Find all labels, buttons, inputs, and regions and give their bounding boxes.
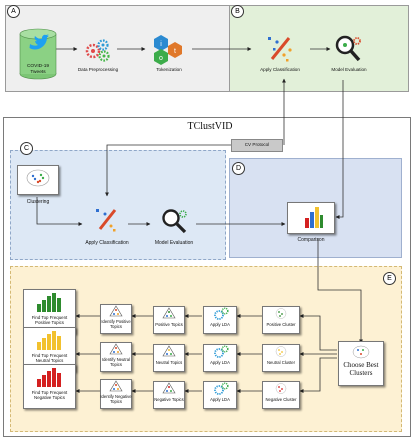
pyramid-icon [162, 382, 176, 394]
pyramid-icon [162, 307, 176, 319]
bar-chart-icon [37, 331, 61, 350]
choose-best-node [338, 341, 384, 386]
badge-b: B [231, 5, 244, 18]
tokenization-label: Tokenization [156, 67, 182, 72]
badge-c: C [20, 142, 33, 155]
preprocessing-label: Data Preprocessing [77, 67, 119, 72]
apply-classification-c-label: Apply Classification [85, 240, 129, 246]
topics-node [153, 344, 185, 372]
identify-label: Identify Neutral Topics [101, 357, 131, 368]
find-top-label: Find Top Frequent Neutral Topics [31, 353, 68, 364]
cluster-label: Positive Cluster [266, 322, 296, 327]
panel-main [3, 117, 411, 437]
cluster-node [262, 306, 300, 334]
identify-node [100, 342, 132, 372]
topics-label: Neutral Topics [155, 360, 183, 365]
topics-label: Positive Topics [155, 322, 183, 327]
cluster-node [262, 381, 300, 409]
svg-text:i: i [160, 41, 162, 48]
choose-best-label: Choose Best Clusters [338, 361, 384, 377]
model-evaluation-b-label: Model Evaluation [331, 67, 367, 72]
badge-a: A [7, 5, 20, 18]
magnifier-icon [335, 35, 361, 62]
cv-protocol-label: CV Protocol [244, 142, 270, 147]
tokens-icon: i t o [154, 35, 182, 65]
scatter-icon [275, 308, 287, 319]
lda-label: Apply LDA [210, 397, 230, 402]
scatter-icon [26, 169, 50, 187]
magnifier-icon [162, 209, 187, 234]
clustering-node [17, 165, 59, 195]
wand-icon [268, 37, 292, 62]
choose-best-text: Choose Best Clusters [343, 361, 379, 377]
svg-text:o: o [159, 55, 163, 62]
cluster-node [262, 344, 300, 372]
apply-classification-b-label: Apply Classification [260, 67, 300, 72]
cluster-label: Neutral Cluster [267, 360, 295, 365]
pyramid-icon [162, 345, 176, 357]
svg-text:t: t [174, 48, 176, 55]
tweets-text: COVID-19 Tweets [26, 64, 50, 75]
panel-b [229, 5, 409, 92]
clustering-label: Clustering [26, 199, 50, 205]
wand-icon [96, 209, 117, 232]
scatter-icon [275, 346, 287, 357]
lda-gears-icon [214, 345, 229, 358]
identify-label: Identify Negative Topics [100, 394, 132, 405]
lda-gears-icon [214, 382, 229, 395]
bar-chart-icon [37, 368, 61, 387]
gears-icon [85, 39, 110, 62]
cv-protocol-box [231, 139, 283, 152]
model-evaluation-c-label: Model Evaluation [154, 240, 194, 246]
scatter-icon [352, 345, 370, 359]
find-top-label: Find Top Frequent Negative Topics [31, 390, 68, 401]
lda-gears-icon [214, 307, 229, 320]
pyramid-icon [109, 343, 123, 355]
bar-chart-icon [37, 293, 61, 312]
pyramid-icon [109, 380, 123, 392]
topics-node [153, 381, 185, 409]
badge-e: E [383, 272, 396, 285]
bar-chart-icon [305, 207, 323, 228]
comparison-label: Comparison [297, 237, 325, 243]
diagram-title: TClustVID [187, 121, 233, 132]
tweets-label: COVID-19 Tweets [14, 64, 62, 76]
lda-label: Apply LDA [210, 360, 230, 365]
pyramid-icon [109, 305, 123, 317]
lda-label: Apply LDA [210, 322, 230, 327]
identify-label: Identify Positive Topics [101, 319, 131, 330]
find-top-label: Find Top Frequent Positive Topics [31, 315, 68, 326]
tweets-cylinder-icon [19, 28, 57, 80]
topics-node [153, 306, 185, 334]
scatter-icon [275, 383, 287, 394]
lda-node [203, 381, 237, 409]
cluster-label: Negative Cluster [265, 397, 297, 402]
badge-d: D [232, 162, 245, 175]
topics-label: Negative Topics [154, 397, 184, 402]
